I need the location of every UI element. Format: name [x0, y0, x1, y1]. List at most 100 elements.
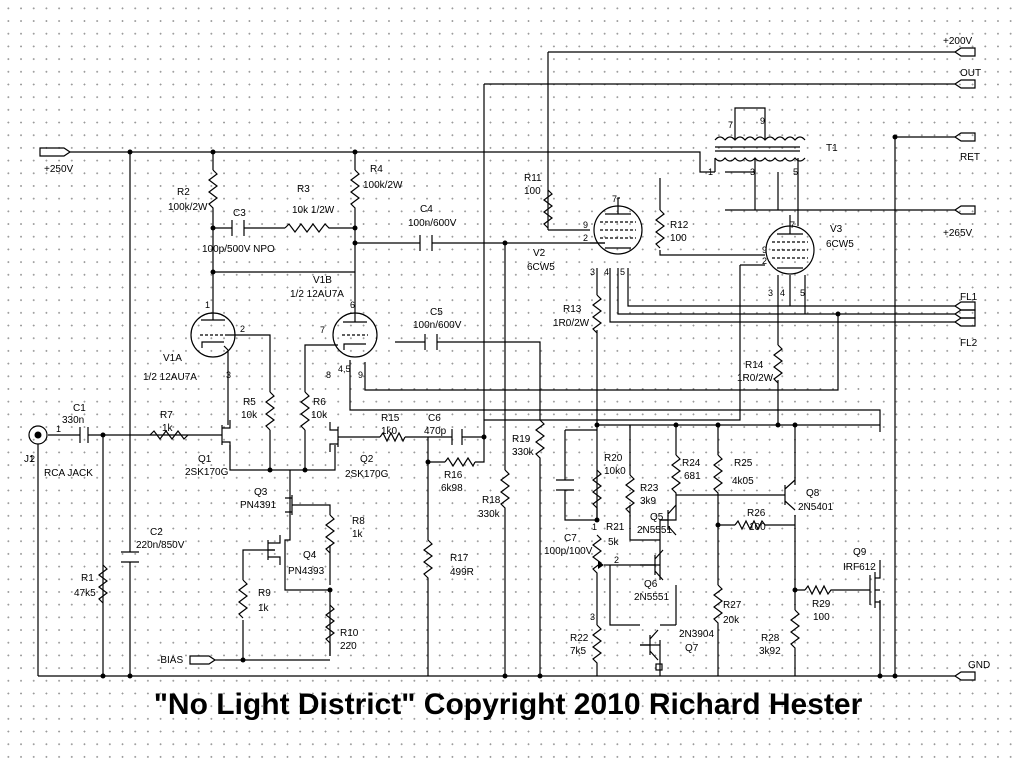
tube-v2: [593, 197, 643, 255]
r11-ref: R11: [524, 173, 542, 184]
r20-ref: R20: [604, 453, 623, 464]
port-flag-fl1: [953, 301, 976, 311]
q5-ref: Q5: [650, 512, 664, 523]
r19-value: 330k: [512, 447, 535, 458]
r8-value: 1k: [352, 529, 364, 540]
v3-pin-2: 2: [762, 256, 767, 266]
r11-value: 100: [524, 186, 541, 197]
c6-ref: C6: [428, 413, 441, 424]
j1-ref: J1: [24, 454, 35, 465]
port-label-out: OUT: [960, 68, 981, 79]
v2-pin-5: 5: [620, 267, 625, 277]
resistor-r5: [265, 391, 275, 431]
r15-value: 1k0: [381, 426, 398, 437]
r16-ref: R16: [444, 470, 463, 481]
r28-ref: R28: [761, 633, 780, 644]
j1-pin-1: 1: [56, 424, 61, 434]
r13-value: 1R0/2W: [553, 318, 590, 329]
r8-ref: R8: [352, 516, 365, 527]
v1b-pin-45: 4,5: [338, 364, 351, 374]
bjt-q8: [765, 479, 796, 511]
tube-v1b-ref: V1B: [313, 275, 332, 286]
r16-value: 6k98: [441, 483, 463, 494]
q9-type: IRF612: [843, 562, 876, 573]
q3-type: PN4391: [240, 500, 277, 511]
port-label-plus-250v: +250V: [44, 164, 74, 175]
tube-v1a: [190, 300, 236, 358]
c2-value: 220n/850V: [136, 540, 185, 551]
capacitor-c6: [451, 429, 463, 445]
resistor-r18: [500, 469, 510, 515]
r1-value: 47k5: [74, 588, 96, 599]
resistor-r27: [713, 584, 723, 630]
resistor-r2: [208, 169, 218, 215]
r7-ref: R7: [160, 410, 173, 421]
r10-value: 220: [340, 641, 357, 652]
resistor-r23: [625, 474, 635, 514]
t1-pin-1: 1: [708, 167, 713, 177]
q4-type: PN4393: [288, 566, 325, 577]
tube-v3-ref: V3: [830, 224, 843, 235]
c4-value: 100n/600V: [408, 218, 457, 229]
r23-value: 3k9: [640, 496, 657, 507]
r25-ref: R25: [734, 458, 753, 469]
v1b-pin-9: 9: [358, 370, 363, 380]
v1a-pin-1: 1: [205, 300, 210, 310]
port-flag-fl2: [953, 317, 976, 327]
port-label-plus-265v: +265V: [943, 228, 973, 239]
q2-type: 2SK170G: [345, 469, 389, 480]
r12-ref: R12: [670, 220, 689, 231]
r15-ref: R15: [381, 413, 400, 424]
v1b-pin-8: 8: [326, 370, 331, 380]
v2-pin-4: 4: [604, 267, 609, 277]
r14-value: 1R0/2W: [737, 373, 774, 384]
q6-ref: Q6: [644, 579, 658, 590]
r21-pin-2: 2: [614, 555, 619, 565]
resistor-r25: [713, 454, 723, 505]
q3-ref: Q3: [254, 487, 268, 498]
q8-type: 2N5401: [798, 502, 833, 513]
capacitor-symbols: [79, 220, 574, 563]
r5-value: 10k: [241, 410, 258, 421]
bjt-q7: [640, 629, 663, 671]
r13-ref: R13: [563, 304, 582, 315]
q7-type: 2N3904: [679, 629, 714, 640]
resistor-r12: [655, 209, 665, 249]
j1-pin-2: 2: [30, 454, 35, 464]
r18-ref: R18: [482, 495, 501, 506]
capacitor-c3: [231, 220, 245, 236]
r21-ref: R21: [606, 522, 625, 533]
capacitor-c2: [121, 551, 139, 563]
q9-ref: Q9: [853, 547, 867, 558]
c4-ref: C4: [420, 204, 433, 215]
r25-value: 4k05: [732, 476, 754, 487]
j1-type: RCA JACK: [44, 468, 93, 479]
q1-ref: Q1: [198, 454, 212, 465]
port-flag-ret: [953, 132, 976, 142]
resistor-r28: [790, 609, 800, 655]
port-flag-bias: [189, 655, 217, 665]
footer-copyright: "No Light District" Copyright 2010 Richa…: [153, 688, 863, 721]
c2-ref: C2: [150, 527, 163, 538]
tube-v1a-type: 1/2 12AU7A: [143, 372, 197, 383]
t1-pin-9: 9: [760, 116, 765, 126]
port-flag-gnd: [953, 671, 976, 681]
v1a-pin-3: 3: [226, 370, 231, 380]
tube-v1b: [332, 310, 378, 358]
r12-value: 100: [670, 233, 687, 244]
r21-value: 5k: [608, 537, 620, 548]
port-flag-out: [953, 79, 976, 89]
r7-value: 1k: [162, 423, 174, 434]
r4-ref: R4: [370, 164, 383, 175]
v2-pin-2: 2: [583, 233, 588, 243]
r21-pin-3: 3: [590, 612, 595, 622]
r27-ref: R27: [723, 600, 742, 611]
v2-pin-7: 7: [612, 194, 617, 204]
port-label-gnd: GND: [968, 660, 990, 671]
q6-type: 2N5551: [634, 592, 669, 603]
q5-type: 2N5551: [637, 525, 672, 536]
port-label-plus-200v: +200V: [943, 36, 973, 47]
jfet-q1: [215, 420, 231, 450]
rca-jack-j1: [28, 425, 48, 450]
